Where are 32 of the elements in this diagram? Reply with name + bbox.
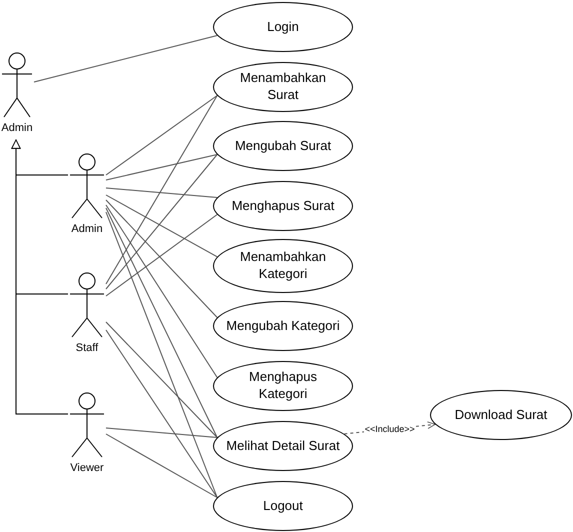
use-case-ellipse: Menambahkan Kategori xyxy=(213,239,353,293)
use-case-ellipse: Mengubah Surat xyxy=(213,121,353,171)
use-case-ellipse: Menambahkan Surat xyxy=(213,62,353,112)
association-line xyxy=(106,208,218,438)
actor-label: Staff xyxy=(74,342,100,354)
association-line xyxy=(106,428,218,438)
generalization-arrow xyxy=(11,140,68,414)
actor-label: Admin xyxy=(70,223,104,235)
association-line xyxy=(106,154,218,180)
association-line xyxy=(106,188,218,198)
association-line xyxy=(34,35,218,82)
association-line xyxy=(106,214,218,296)
actor-label: Admin xyxy=(0,122,34,134)
actor-label: Viewer xyxy=(69,462,105,474)
association-line xyxy=(106,154,218,290)
use-case-ellipse: Login xyxy=(213,2,353,52)
association-line xyxy=(106,200,218,318)
use-case-ellipse: Logout xyxy=(213,481,353,531)
use-case-ellipse: Mengubah Kategori xyxy=(213,301,353,351)
use-case-ellipse: Melihat Detail Surat xyxy=(213,421,353,471)
association-line xyxy=(106,204,218,378)
association-line xyxy=(106,322,218,438)
use-case-ellipse: Download Surat xyxy=(430,390,572,440)
association-line xyxy=(106,330,218,498)
association-line xyxy=(106,212,218,498)
association-line xyxy=(106,194,218,258)
use-case-ellipse: Menghapus Kategori xyxy=(213,361,353,411)
association-line xyxy=(106,95,218,284)
association-line xyxy=(106,95,218,176)
edge-label: <<Include>> xyxy=(364,424,416,435)
use-case-ellipse: Menghapus Surat xyxy=(213,181,353,231)
association-line xyxy=(106,434,218,498)
